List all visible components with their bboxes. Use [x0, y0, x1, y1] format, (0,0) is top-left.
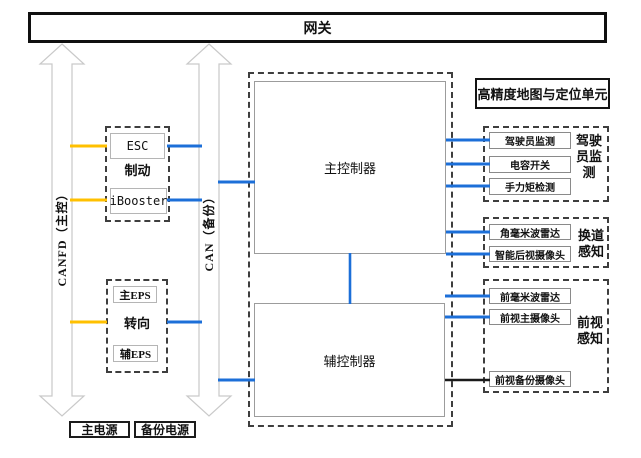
backup-power-box: 备份电源 [134, 421, 196, 438]
aux-controller-box: 辅控制器 [254, 303, 445, 417]
esc-label: ESC [126, 139, 149, 153]
front-backup-camera-label: 前视备份摄像头 [495, 375, 565, 387]
brake-group-label: 制动 [124, 162, 151, 178]
driver-monitor-label: 驾驶员监测 [505, 137, 555, 148]
front-view-group-label: 前视感知 [576, 315, 603, 346]
brake-group [105, 126, 170, 222]
rear-camera-label: 智能后视摄像头 [495, 250, 565, 262]
map-positioning-unit-box: 高精度地图与定位单元 [475, 78, 610, 109]
lane-change-group [483, 217, 609, 268]
main-power-box: 主电源 [69, 421, 130, 438]
aux-controller-label: 辅控制器 [323, 353, 376, 369]
ibooster-label: iBooster [109, 194, 168, 208]
torque-detect-label: 手力矩检测 [505, 183, 555, 194]
main-controller-label: 主控制器 [323, 161, 376, 176]
capacitive-switch-box: 电容开关 [489, 156, 571, 173]
steering-group-label: 转向 [123, 315, 150, 331]
front-radar-box: 前毫米波雷达 [489, 288, 571, 304]
torque-detect-box: 手力矩检测 [489, 178, 571, 195]
front-view-group [483, 279, 609, 393]
corner-radar-box: 角毫米波雷达 [489, 224, 571, 240]
rear-camera-box: 智能后视摄像头 [489, 246, 571, 262]
gateway-box: 网关 [28, 12, 607, 43]
corner-radar-label: 角毫米波雷达 [500, 228, 560, 240]
map-positioning-unit-label: 高精度地图与定位单元 [477, 87, 608, 102]
front-radar-label: 前毫米波雷达 [500, 292, 560, 304]
main-eps-label: 主EPS [119, 289, 151, 302]
main-eps-box: 主EPS [113, 286, 157, 303]
esc-box: ESC [110, 133, 165, 159]
main-controller-box: 主控制器 [254, 81, 446, 254]
steering-group [106, 279, 168, 373]
front-backup-camera-box: 前视备份摄像头 [489, 371, 571, 387]
canfd-bus-label: CANFD（主控） [55, 187, 69, 287]
gateway-label: 网关 [303, 21, 332, 37]
backup-power-label: 备份电源 [140, 423, 189, 437]
domain-controller-container [248, 72, 453, 427]
lane-change-group-label: 换道感知 [577, 228, 604, 259]
front-main-camera-box: 前视主摄像头 [489, 309, 571, 325]
driver-monitor-box: 驾驶员监测 [489, 132, 571, 149]
aux-eps-label: 辅EPS [119, 348, 152, 361]
capacitive-switch-label: 电容开关 [510, 161, 550, 172]
main-power-label: 主电源 [81, 423, 118, 437]
driver-monitor-group-label: 驾驶员监测 [575, 133, 602, 180]
aux-eps-box: 辅EPS [113, 345, 158, 362]
ibooster-box: iBooster [110, 188, 167, 214]
front-main-camera-label: 前视主摄像头 [500, 313, 560, 325]
can-bus-label: CAN（备份） [202, 190, 216, 272]
